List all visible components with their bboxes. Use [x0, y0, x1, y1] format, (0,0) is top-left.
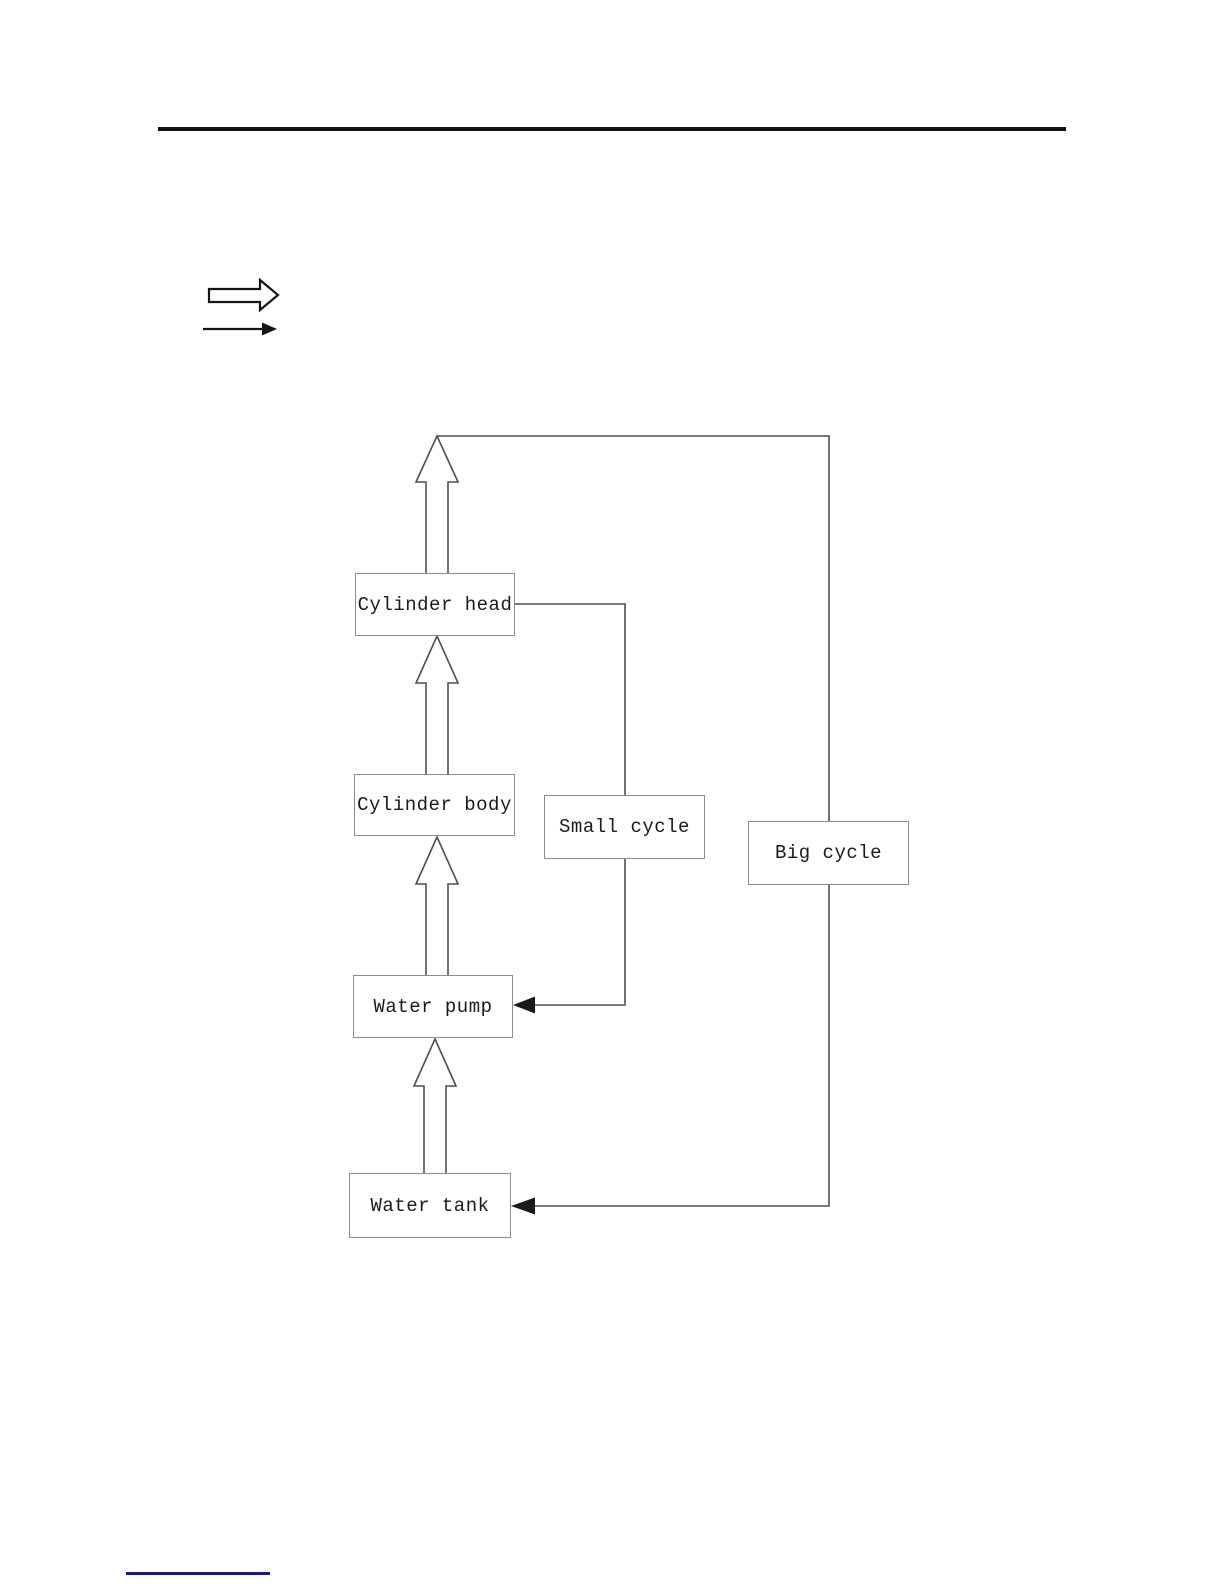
- legend-line-arrowhead-icon: [262, 322, 277, 336]
- node-big-cycle-label: Big cycle: [774, 842, 883, 864]
- small-cycle-arrowhead-icon: [513, 996, 535, 1014]
- flow-arrow-tank-to-pump-icon: [412, 1037, 458, 1176]
- node-cylinder-head-label: Cylinder head: [357, 593, 513, 616]
- flow-arrow-pump-to-body-icon: [414, 835, 460, 978]
- node-small-cycle: Small cycle: [544, 795, 705, 859]
- flow-arrow-head-out-icon: [414, 434, 460, 576]
- header-rule: [158, 127, 1066, 131]
- node-cylinder-body-label: Cylinder body: [357, 794, 512, 816]
- big-cycle-arrowhead-icon: [511, 1197, 535, 1215]
- node-water-tank-label: Water tank: [370, 1194, 490, 1217]
- node-small-cycle-label: Small cycle: [559, 816, 690, 838]
- node-water-pump-label: Water pump: [373, 995, 493, 1018]
- node-water-pump: Water pump: [353, 975, 513, 1038]
- node-water-tank: Water tank: [349, 1173, 511, 1238]
- footer-link-underline[interactable]: [126, 1572, 270, 1575]
- node-cylinder-head: Cylinder head: [355, 573, 515, 636]
- node-big-cycle: Big cycle: [748, 821, 909, 885]
- legend-block-arrow-icon: [207, 277, 280, 313]
- node-cylinder-body: Cylinder body: [354, 774, 515, 836]
- flow-arrow-body-to-head-icon: [414, 634, 460, 777]
